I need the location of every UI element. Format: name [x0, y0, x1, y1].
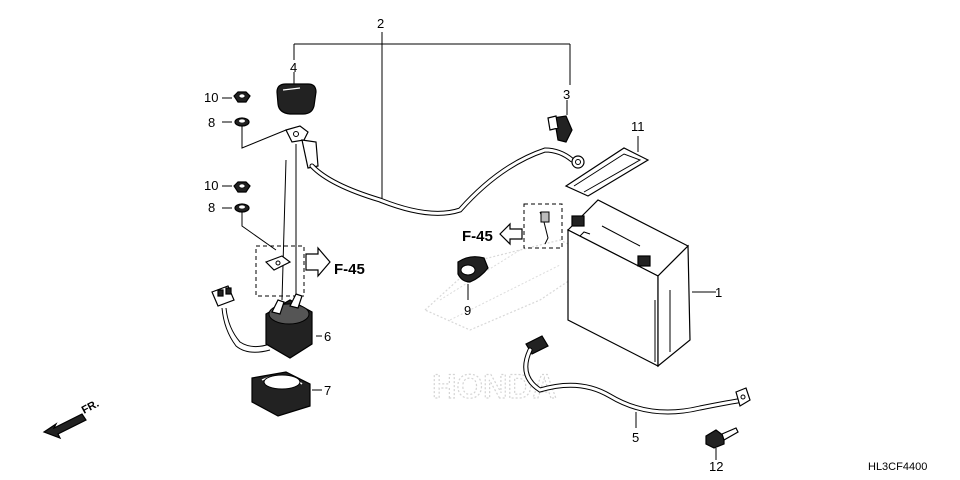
washer-8a [222, 117, 250, 127]
callout-2: 2 [377, 16, 384, 31]
callout-6: 6 [324, 329, 331, 344]
cable-clamp [457, 256, 489, 300]
ref-f45-right: F-45 [462, 203, 563, 249]
callout-10a: 10 [204, 90, 218, 105]
battery-band [564, 136, 650, 197]
bolt [705, 427, 739, 460]
callout-7: 7 [324, 383, 331, 398]
direction-label: FR. [80, 398, 101, 417]
callout-9: 9 [464, 303, 471, 318]
ref-f45-left: F-45 [255, 245, 365, 297]
starter-relay [211, 285, 322, 359]
callout-12: 12 [709, 459, 723, 474]
terminal-cap [547, 100, 573, 143]
nut-10b [222, 181, 251, 193]
ref-label-left: F-45 [334, 261, 365, 278]
negative-cable [523, 335, 751, 428]
relay-cover [251, 371, 322, 417]
callout-8b: 8 [208, 200, 215, 215]
callout-4: 4 [290, 60, 297, 75]
washer-8b [222, 203, 250, 213]
nut-10a [222, 91, 251, 103]
battery [566, 199, 716, 368]
front-direction-arrow: FR. [42, 398, 101, 440]
assembly-lines [241, 126, 297, 301]
callout-11: 11 [631, 119, 645, 134]
callout-10b: 10 [204, 178, 218, 193]
callout-8a: 8 [208, 115, 215, 130]
callout-5: 5 [632, 430, 639, 445]
ref-label-right: F-45 [462, 228, 493, 245]
positive-cable [285, 125, 585, 216]
callout-1: 1 [715, 285, 722, 300]
callout-3: 3 [563, 87, 570, 102]
leader-2 [293, 32, 571, 200]
terminal-cover [276, 72, 317, 115]
diagram-code: HL3CF4400 [868, 461, 927, 473]
